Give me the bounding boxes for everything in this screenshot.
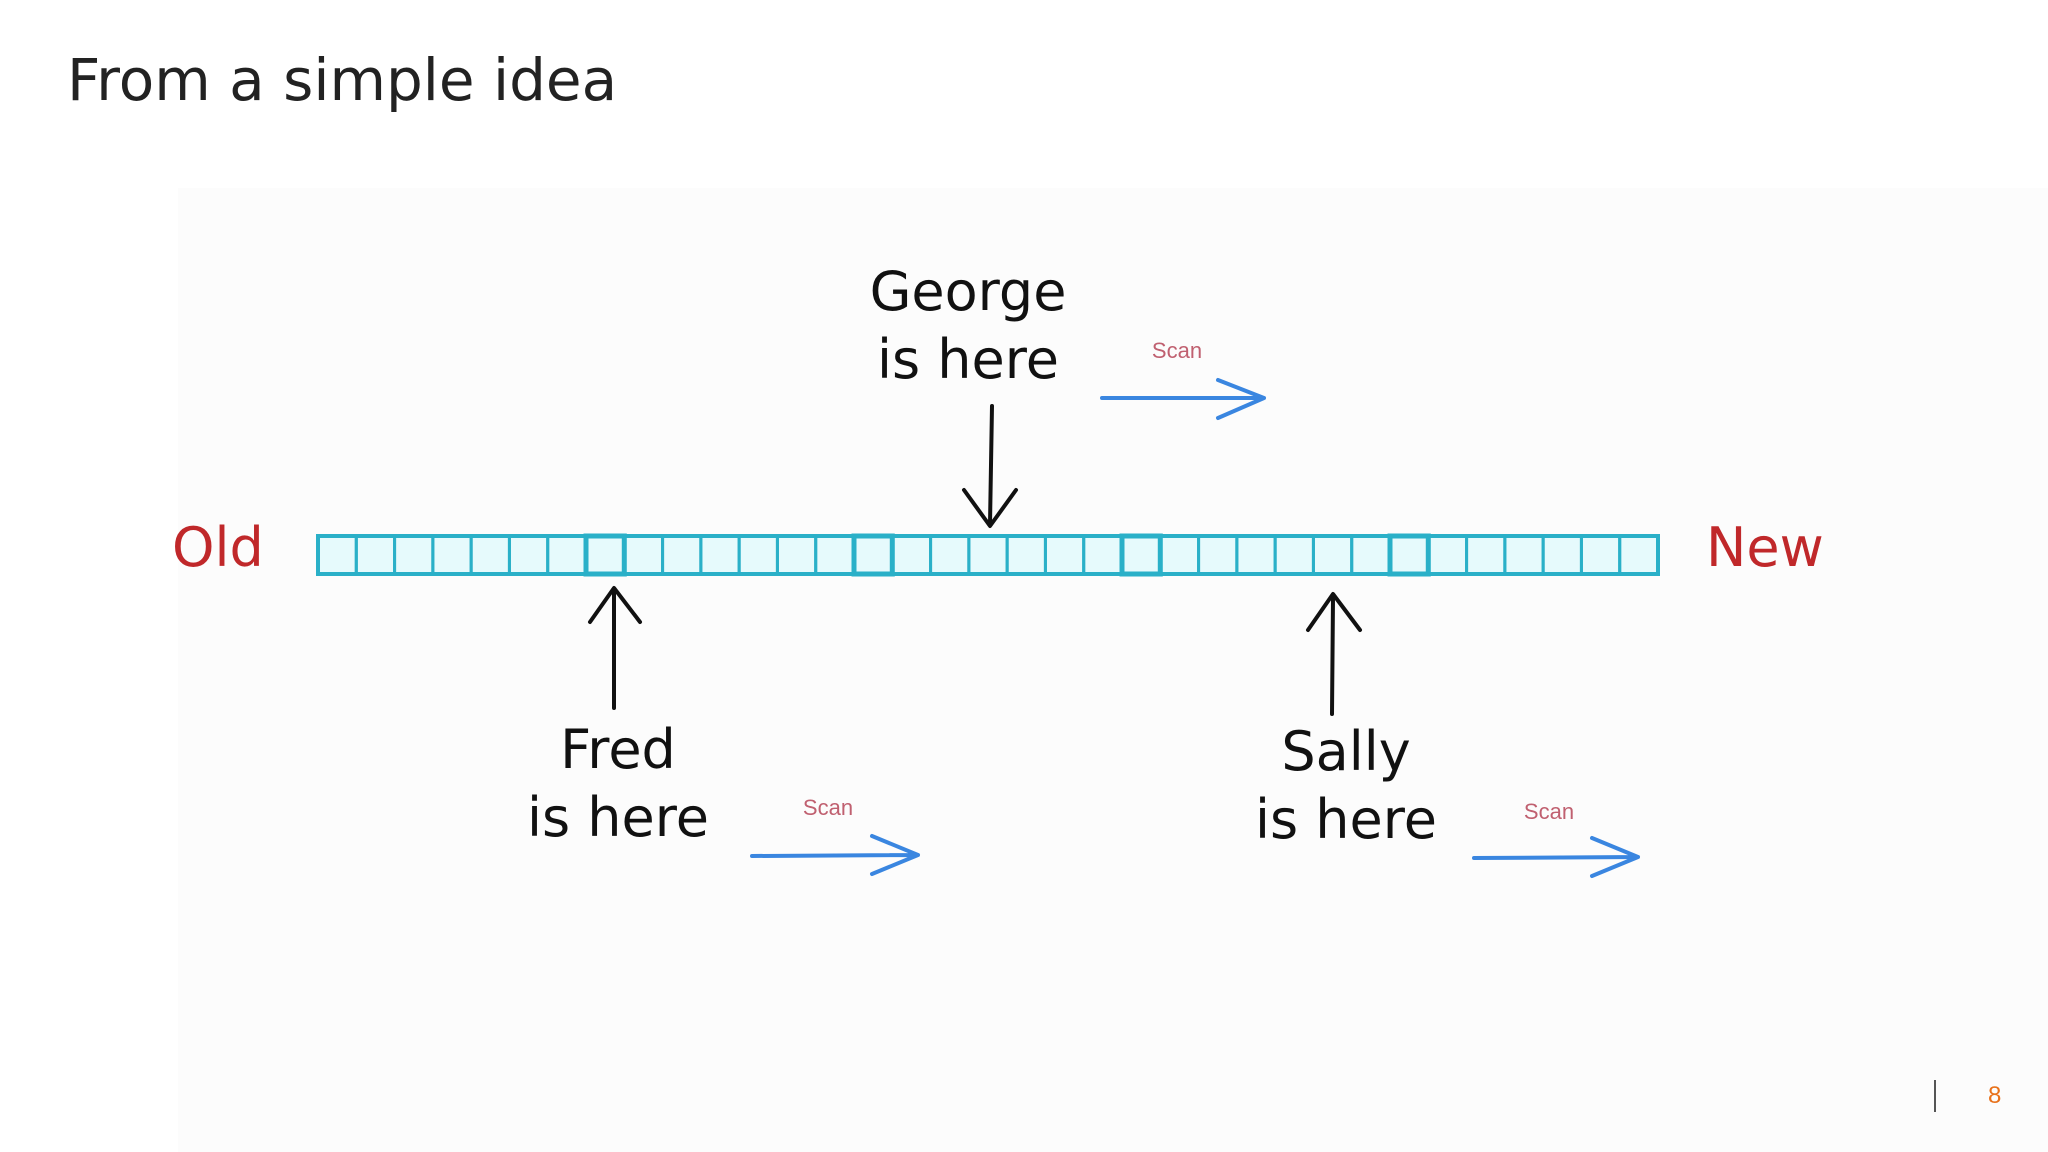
scan-label: Scan xyxy=(1524,799,1574,824)
fred-name: Fred xyxy=(560,718,676,781)
george-here: is here xyxy=(877,328,1059,391)
george-scan: Scan xyxy=(1100,338,1266,420)
scan-label: Scan xyxy=(803,795,853,820)
log-cell xyxy=(1618,534,1660,576)
footer-divider xyxy=(1934,1080,1936,1112)
george-name: George xyxy=(870,260,1067,323)
fred-pointer: Fred is here xyxy=(527,586,709,849)
down-arrow-icon xyxy=(962,404,1018,528)
log-strip-outline xyxy=(316,534,1660,576)
sally-scan: Scan xyxy=(1472,799,1640,878)
slide-title: From a simple idea xyxy=(67,46,618,114)
sally-name: Sally xyxy=(1281,720,1410,783)
page-number: 8 xyxy=(1988,1082,2002,1109)
sally-pointer: Sally is here xyxy=(1255,592,1437,851)
log-strip xyxy=(316,533,1660,577)
scan-label: Scan xyxy=(1152,338,1202,363)
new-label: New xyxy=(1706,516,1824,579)
right-arrow-icon xyxy=(750,834,920,876)
fred-scan: Scan xyxy=(750,795,920,876)
fred-here: is here xyxy=(527,786,709,849)
george-pointer: George is here xyxy=(870,260,1067,528)
old-label: Old xyxy=(172,516,264,579)
right-arrow-icon xyxy=(1100,378,1266,420)
up-arrow-icon xyxy=(1306,592,1362,716)
up-arrow-icon xyxy=(588,586,642,710)
diagram-background xyxy=(178,188,2048,1152)
sally-here: is here xyxy=(1255,788,1437,851)
right-arrow-icon xyxy=(1472,836,1640,878)
